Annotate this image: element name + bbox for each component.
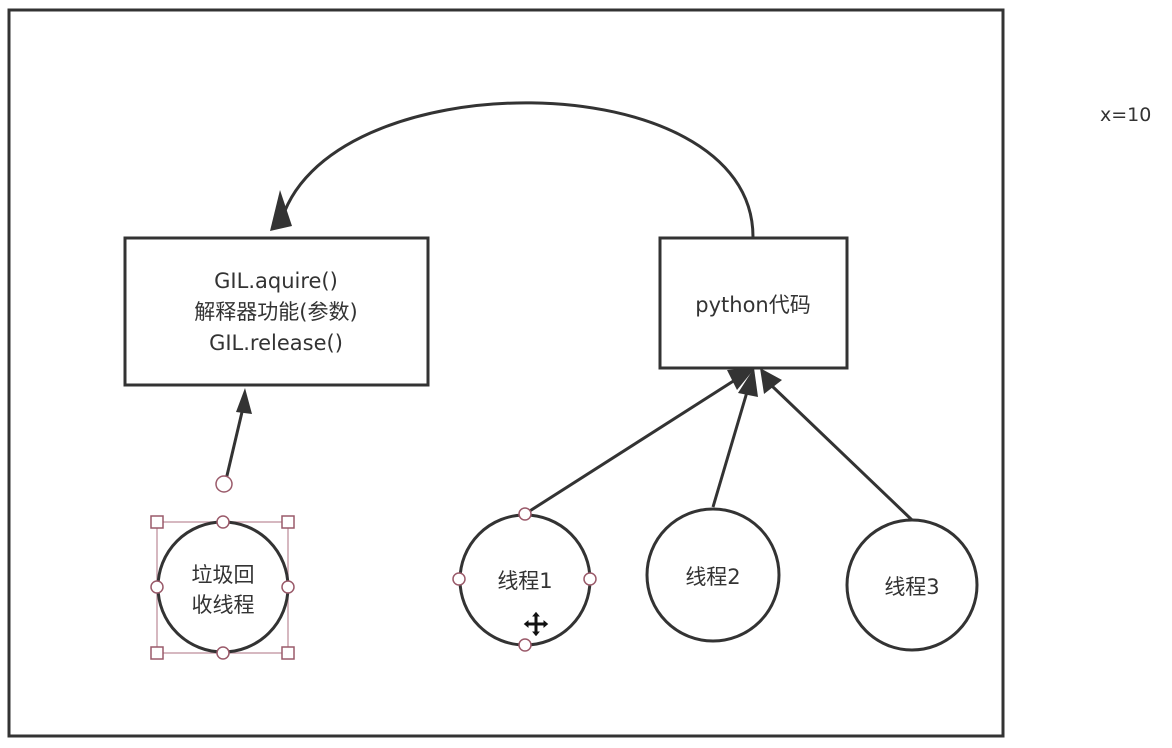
thread1-circle[interactable]: 线程1 [452, 507, 597, 652]
thread3-label: 线程3 [884, 575, 939, 599]
thread2-to-python-arrow[interactable] [711, 391, 749, 508]
thread1-connection-right[interactable] [583, 572, 597, 586]
resize-handle-top-right[interactable] [281, 515, 295, 529]
gc-thread-line1: 垃圾回 [192, 563, 255, 587]
gil-box[interactable]: GIL.aquire() 解释器功能(参数) GIL.release() [123, 236, 430, 387]
gc-to-gil-arrow[interactable] [223, 411, 244, 485]
resize-handle-top-left[interactable] [150, 515, 164, 529]
thread2-circle[interactable]: 线程2 [645, 507, 781, 643]
resize-handle-bottom-right[interactable] [281, 646, 295, 660]
rotation-handle[interactable] [215, 475, 233, 493]
thread2-to-python-arrowhead [738, 368, 758, 397]
python-to-gil-arrowhead [270, 190, 292, 231]
thread2-label: 线程2 [685, 565, 740, 589]
side-note: x=10 [1100, 104, 1151, 126]
gil-box-line3: GIL.release() [209, 331, 343, 355]
gil-box-line2: 解释器功能(参数) [194, 300, 357, 324]
resize-handle-bottom-left[interactable] [150, 646, 164, 660]
connection-point-right[interactable] [281, 580, 295, 594]
thread1-to-python-arrow[interactable] [524, 378, 736, 516]
thread1-connection-left[interactable] [452, 572, 466, 586]
connection-point-bottom[interactable] [216, 646, 230, 660]
gc-thread-circle[interactable]: 垃圾回 收线程 [150, 475, 295, 660]
connection-point-left[interactable] [150, 580, 164, 594]
gc-to-gil-arrowhead [236, 388, 252, 414]
gc-thread-line2: 收线程 [192, 593, 255, 617]
thread1-connection-bottom[interactable] [518, 638, 532, 652]
thread1-to-python-arrowhead [727, 368, 755, 390]
thread3-to-python-arrow[interactable] [770, 384, 914, 522]
thread1-connection-top[interactable] [518, 507, 532, 521]
thread3-circle[interactable]: 线程3 [845, 518, 979, 652]
thread3-to-python-arrowhead [760, 368, 782, 394]
python-box-label: python代码 [695, 293, 810, 317]
thread1-label: 线程1 [497, 569, 552, 593]
connection-point-top[interactable] [216, 515, 230, 529]
python-to-gil-arrow[interactable] [278, 101, 755, 238]
python-box[interactable]: python代码 [658, 236, 849, 370]
move-cursor-icon [522, 610, 550, 638]
outer-frame [7, 8, 1005, 738]
gil-box-line1: GIL.aquire() [214, 269, 338, 293]
